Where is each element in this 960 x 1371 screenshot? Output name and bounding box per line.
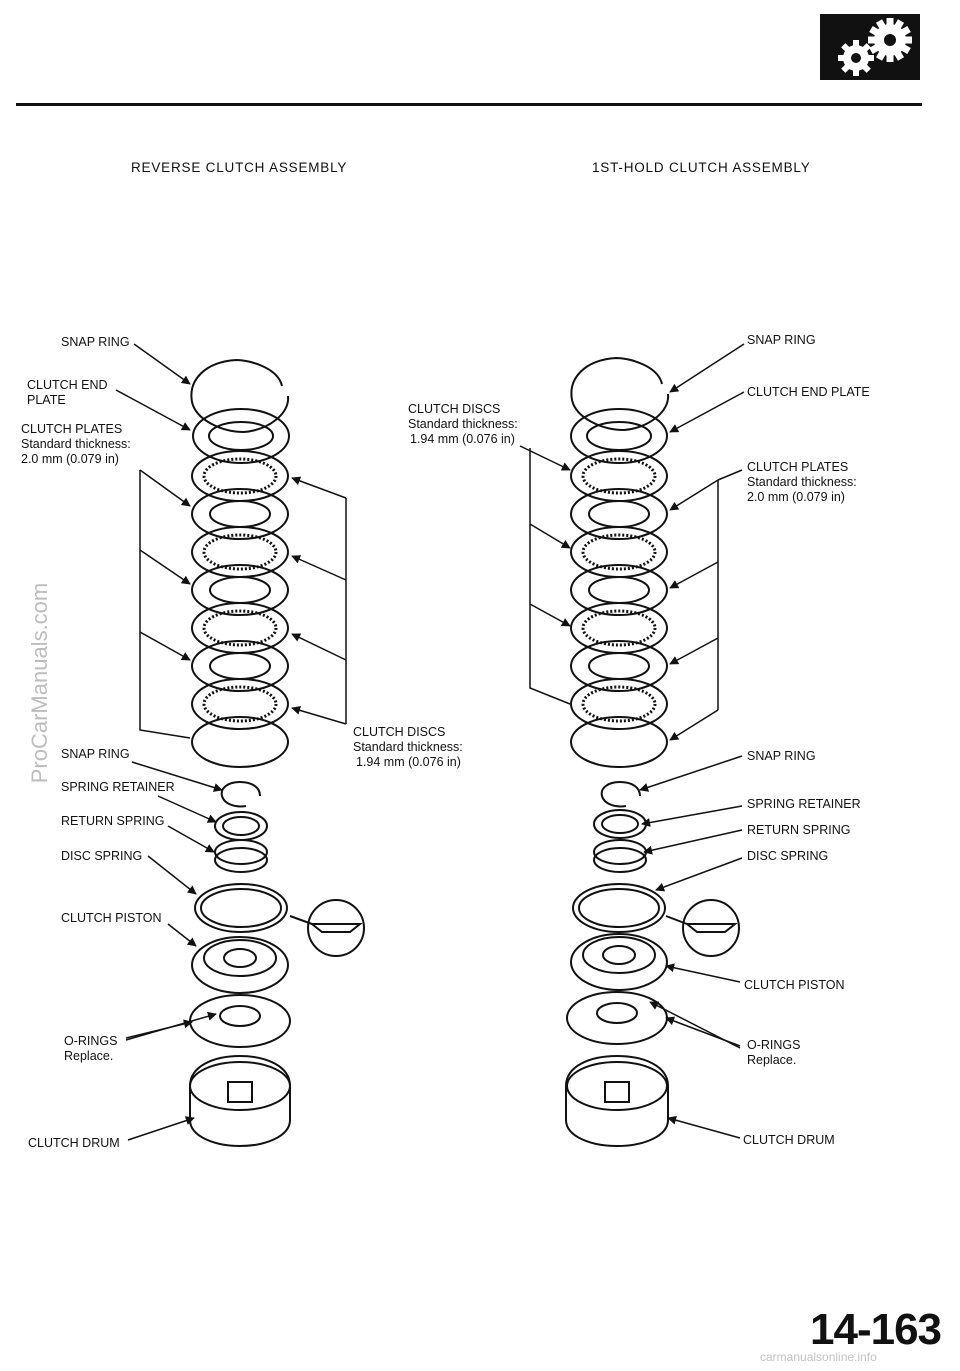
reverse-snap-ring-label: SNAP RING bbox=[61, 335, 130, 349]
reverse-clutch-stack bbox=[189, 358, 291, 1148]
hold-plates-thickness-value: 2.0 mm (0.079 in) bbox=[747, 490, 845, 504]
reverse-o-rings-label: O-RINGS Replace. bbox=[64, 1034, 117, 1064]
page-number: 14-163 bbox=[810, 1305, 942, 1354]
reverse-plates-thickness-value: 2.0 mm (0.079 in) bbox=[21, 452, 119, 466]
reverse-clutch-plates-label: CLUTCH PLATES Standard thickness: 2.0 mm… bbox=[21, 422, 131, 467]
hold-lower-snap-ring-label: SNAP RING bbox=[747, 749, 816, 763]
hold-clutch-piston bbox=[570, 933, 668, 991]
reverse-discs-standard-label: Standard thickness: bbox=[353, 740, 463, 754]
reverse-disc-spring bbox=[194, 883, 288, 933]
reverse-clutch-piston bbox=[191, 936, 289, 994]
hold-clutch-piston-label: CLUTCH PISTON bbox=[744, 978, 845, 992]
reverse-clutch-drum-label: CLUTCH DRUM bbox=[28, 1136, 120, 1150]
reverse-assembly-title: REVERSE CLUTCH ASSEMBLY bbox=[131, 160, 348, 175]
reverse-discs-thickness-value: 1.94 mm (0.076 in) bbox=[356, 755, 461, 769]
hold-o-rings bbox=[566, 991, 668, 1045]
reverse-return-spring-label: RETURN SPRING bbox=[61, 814, 165, 828]
reverse-clutch-piston-label: CLUTCH PISTON bbox=[61, 911, 162, 925]
hold-o-rings-label: O-RINGS Replace. bbox=[747, 1038, 800, 1068]
header-rule bbox=[16, 103, 922, 106]
reverse-lower-snap-ring-label: SNAP RING bbox=[61, 747, 130, 761]
footer-url: carmanualsonline.info bbox=[760, 1350, 877, 1364]
hold-snap-ring bbox=[570, 356, 670, 432]
hold-o-rings-note: Replace. bbox=[747, 1053, 797, 1067]
reverse-clutch-end-plate-line1: CLUTCH END bbox=[27, 378, 108, 392]
hold-discs-thickness-value: 1.94 mm (0.076 in) bbox=[410, 432, 515, 446]
reverse-plates-standard-label: Standard thickness: bbox=[21, 437, 131, 451]
reverse-clutch-end-plate-label: CLUTCH END PLATE bbox=[27, 378, 108, 408]
piston-section-detail-hold bbox=[665, 899, 740, 957]
hold-plates-standard-label: Standard thickness: bbox=[747, 475, 857, 489]
reverse-clutch-plates-title: CLUTCH PLATES bbox=[21, 422, 123, 436]
reverse-clutch-plates-and-discs bbox=[191, 450, 289, 768]
reverse-clutch-end-plate-line2: PLATE bbox=[27, 393, 66, 407]
hold-end-plate bbox=[570, 408, 668, 464]
reverse-return-spring bbox=[214, 839, 268, 865]
hold-clutch-stack bbox=[565, 356, 670, 1148]
hold-clutch-drum-label: CLUTCH DRUM bbox=[743, 1133, 835, 1147]
gears-icon bbox=[820, 14, 920, 80]
hold-spring-retainer-label: SPRING RETAINER bbox=[747, 797, 861, 811]
reverse-o-rings-note: Replace. bbox=[64, 1049, 114, 1063]
hold-snap-ring-label: SNAP RING bbox=[747, 333, 816, 347]
hold-clutch-plates-label: CLUTCH PLATES Standard thickness: 2.0 mm… bbox=[747, 460, 857, 505]
reverse-clutch-discs-title: CLUTCH DISCS bbox=[353, 725, 446, 739]
reverse-end-plate bbox=[192, 408, 290, 464]
hold-leader-lines bbox=[519, 343, 745, 1139]
hold-disc-spring-label: DISC SPRING bbox=[747, 849, 829, 863]
hold-clutch-plates-title: CLUTCH PLATES bbox=[747, 460, 849, 474]
reverse-leader-lines bbox=[115, 343, 347, 1141]
hold-clutch-discs-title: CLUTCH DISCS bbox=[408, 402, 501, 416]
hold-clutch-plates-and-discs bbox=[570, 450, 668, 768]
reverse-disc-spring-label: DISC SPRING bbox=[61, 849, 143, 863]
reverse-clutch-discs-label: CLUTCH DISCS Standard thickness: 1.94 mm… bbox=[353, 725, 463, 770]
hold-clutch-end-plate-label: CLUTCH END PLATE bbox=[747, 385, 870, 399]
piston-section-detail-reverse bbox=[289, 899, 365, 957]
reverse-o-rings-title: O-RINGS bbox=[64, 1034, 118, 1048]
hold-assembly-title: 1ST-HOLD CLUTCH ASSEMBLY bbox=[592, 160, 811, 175]
reverse-spring-retainer-label: SPRING RETAINER bbox=[61, 780, 175, 794]
reverse-clutch-drum bbox=[189, 1054, 291, 1148]
hold-discs-standard-label: Standard thickness: bbox=[408, 417, 518, 431]
hold-clutch-discs-label: CLUTCH DISCS Standard thickness: 1.94 mm… bbox=[408, 402, 518, 447]
hold-lower-snap-ring bbox=[600, 780, 641, 808]
hold-o-rings-title: O-RINGS bbox=[747, 1038, 801, 1052]
watermark: ProCarManuals.com bbox=[27, 582, 52, 784]
reverse-lower-snap-ring bbox=[220, 780, 261, 808]
reverse-o-rings bbox=[189, 994, 291, 1048]
hold-return-spring-label: RETURN SPRING bbox=[747, 823, 851, 837]
hold-disc-spring bbox=[572, 883, 666, 933]
